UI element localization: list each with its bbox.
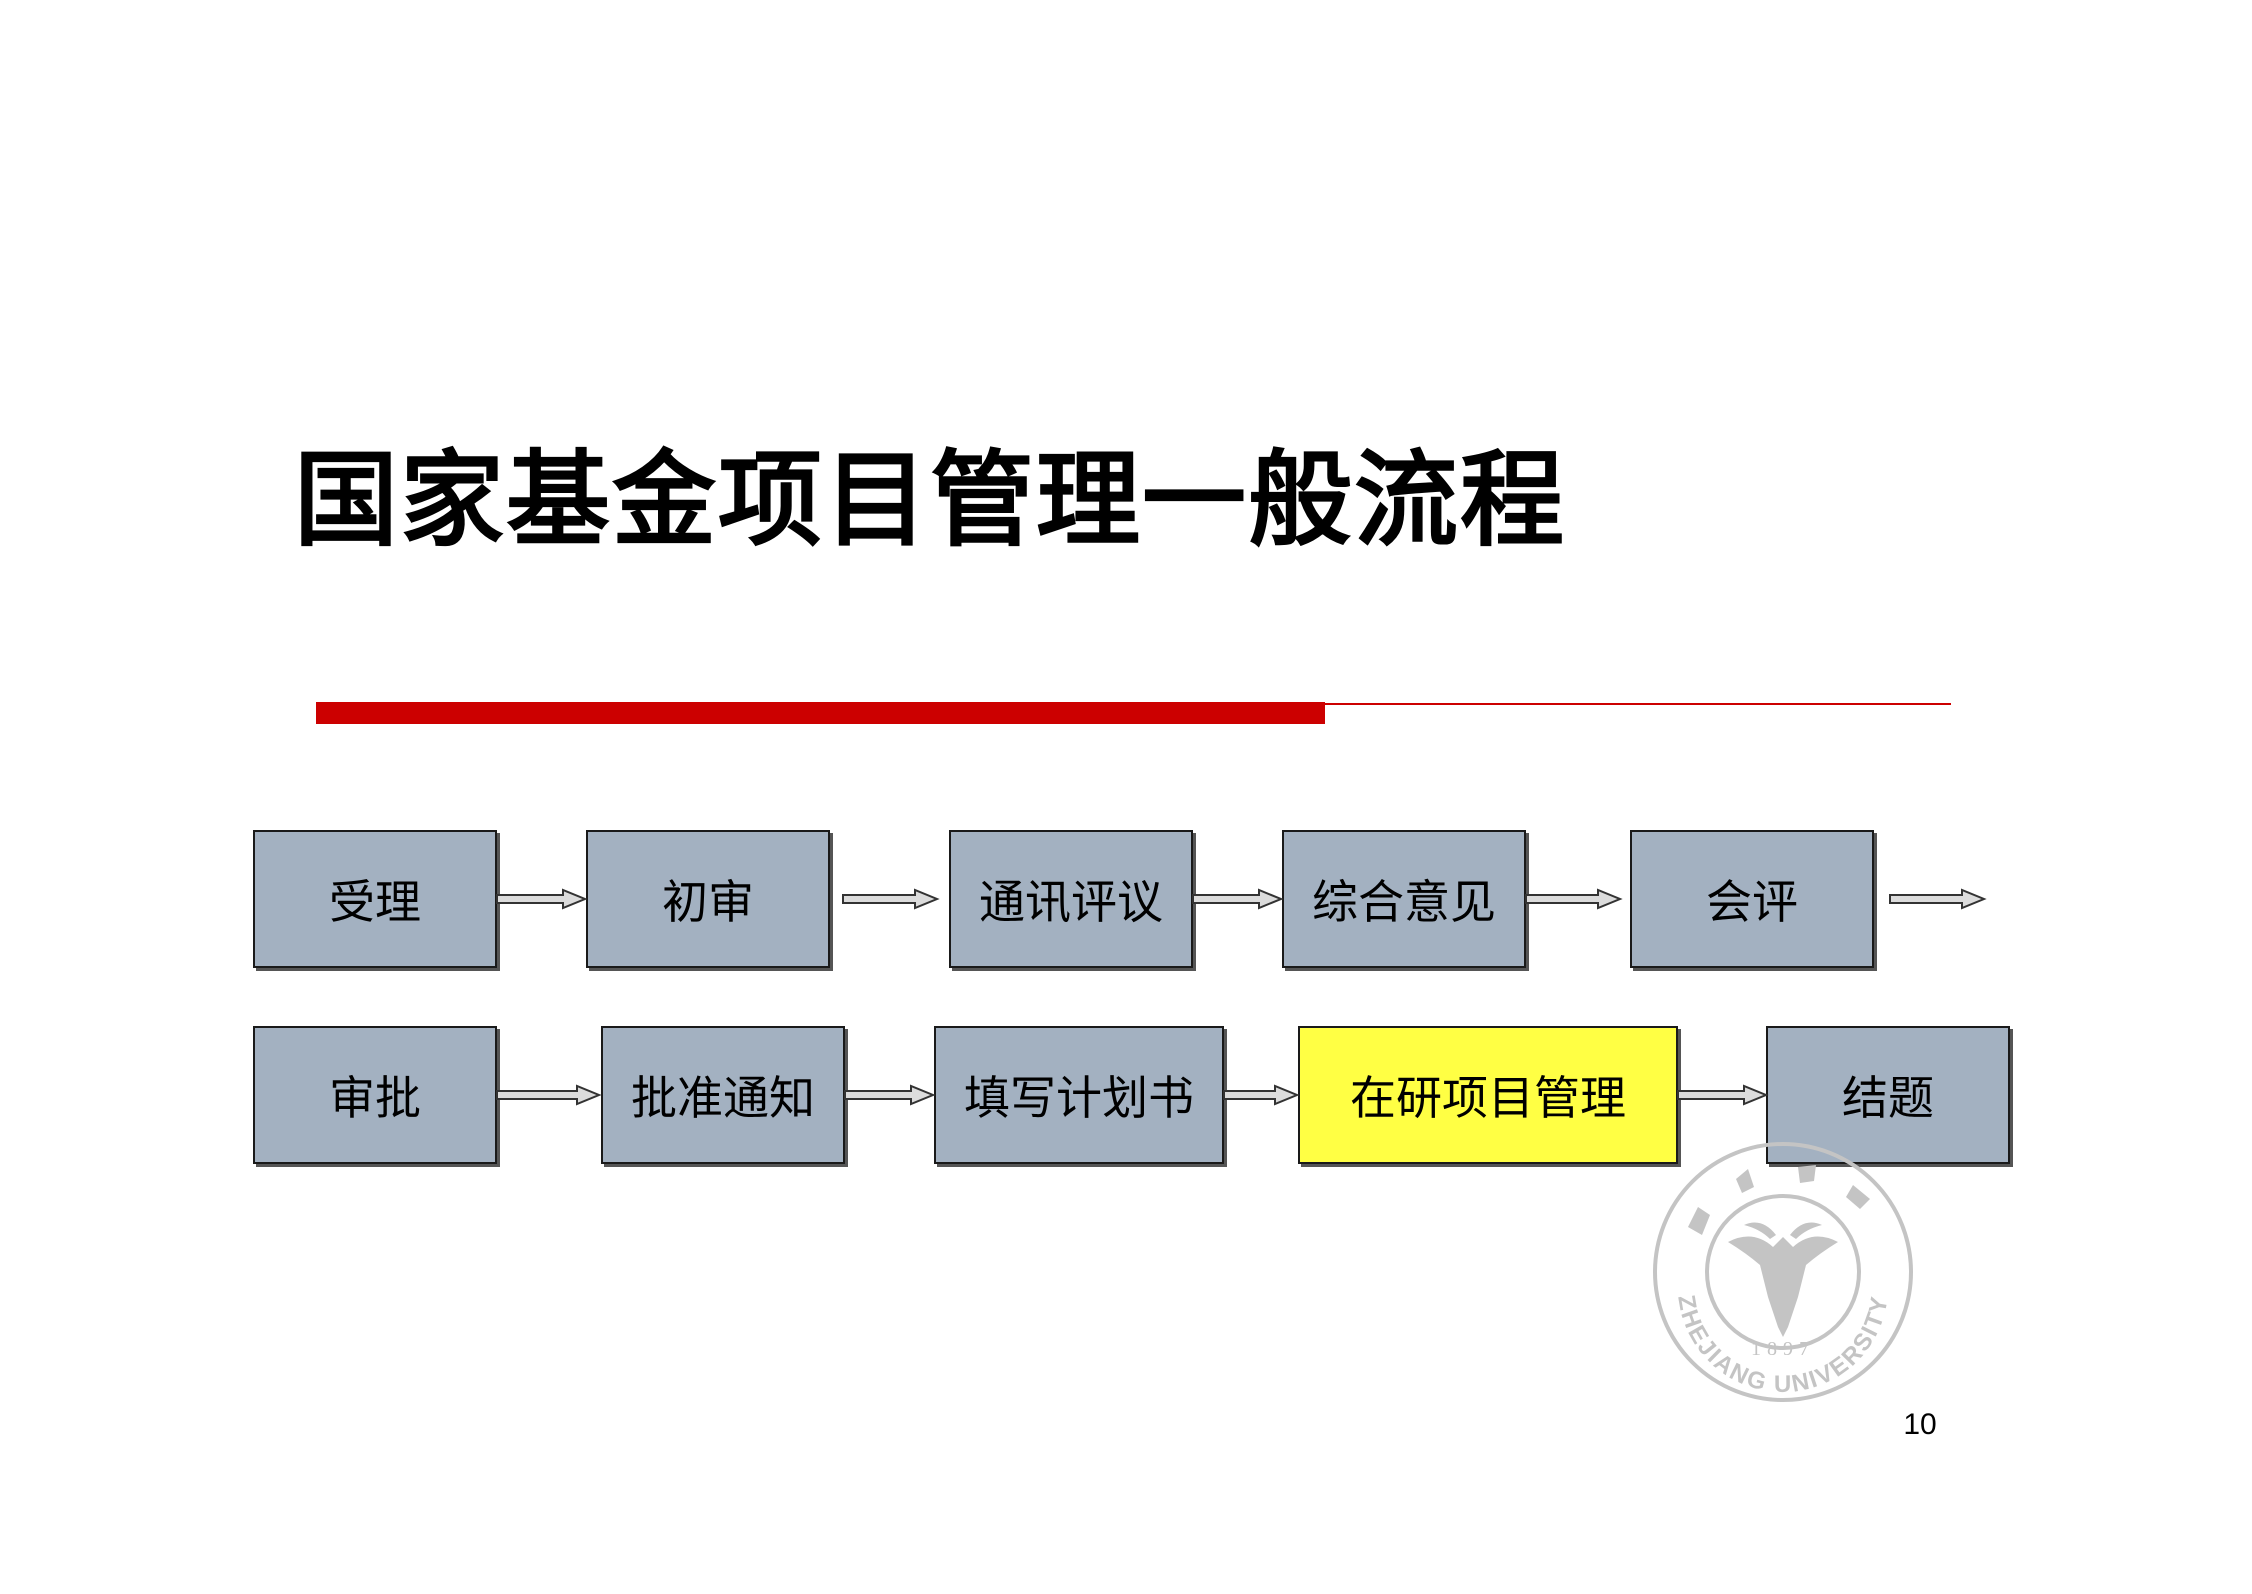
process-step-ongoing-management: 在研项目管理 xyxy=(1298,1026,1678,1164)
process-step-conclusion: 结题 xyxy=(1766,1026,2010,1164)
flow-arrow xyxy=(844,1084,936,1106)
process-step-fill-plan: 填写计划书 xyxy=(934,1026,1224,1164)
flow-arrow xyxy=(1192,888,1284,910)
university-seal-icon: ZHEJIANG UNIVERSITY 1897 xyxy=(1653,1142,1913,1402)
flow-arrow-continue xyxy=(1889,888,1987,910)
flow-arrow xyxy=(1223,1084,1300,1106)
process-step-accept: 受理 xyxy=(253,830,497,968)
process-step-initial-review: 初审 xyxy=(586,830,830,968)
page-number: 10 xyxy=(1903,1408,1937,1441)
flow-arrow xyxy=(1677,1084,1769,1106)
flow-arrow xyxy=(496,888,588,910)
flow-arrow xyxy=(1525,888,1623,910)
title-underline-thick xyxy=(316,702,1325,724)
flow-arrow xyxy=(842,888,940,910)
process-step-peer-review: 通讯评议 xyxy=(949,830,1193,968)
title-underline-thin xyxy=(1325,703,1951,705)
process-step-approval-notice: 批准通知 xyxy=(601,1026,845,1164)
process-step-panel-review: 会评 xyxy=(1630,830,1874,968)
flow-arrow xyxy=(496,1084,602,1106)
slide-title: 国家基金项目管理一般流程 xyxy=(294,439,1567,561)
process-step-combined-opinion: 综合意见 xyxy=(1282,830,1526,968)
seal-year: 1897 xyxy=(1751,1338,1815,1360)
process-step-approval: 审批 xyxy=(253,1026,497,1164)
